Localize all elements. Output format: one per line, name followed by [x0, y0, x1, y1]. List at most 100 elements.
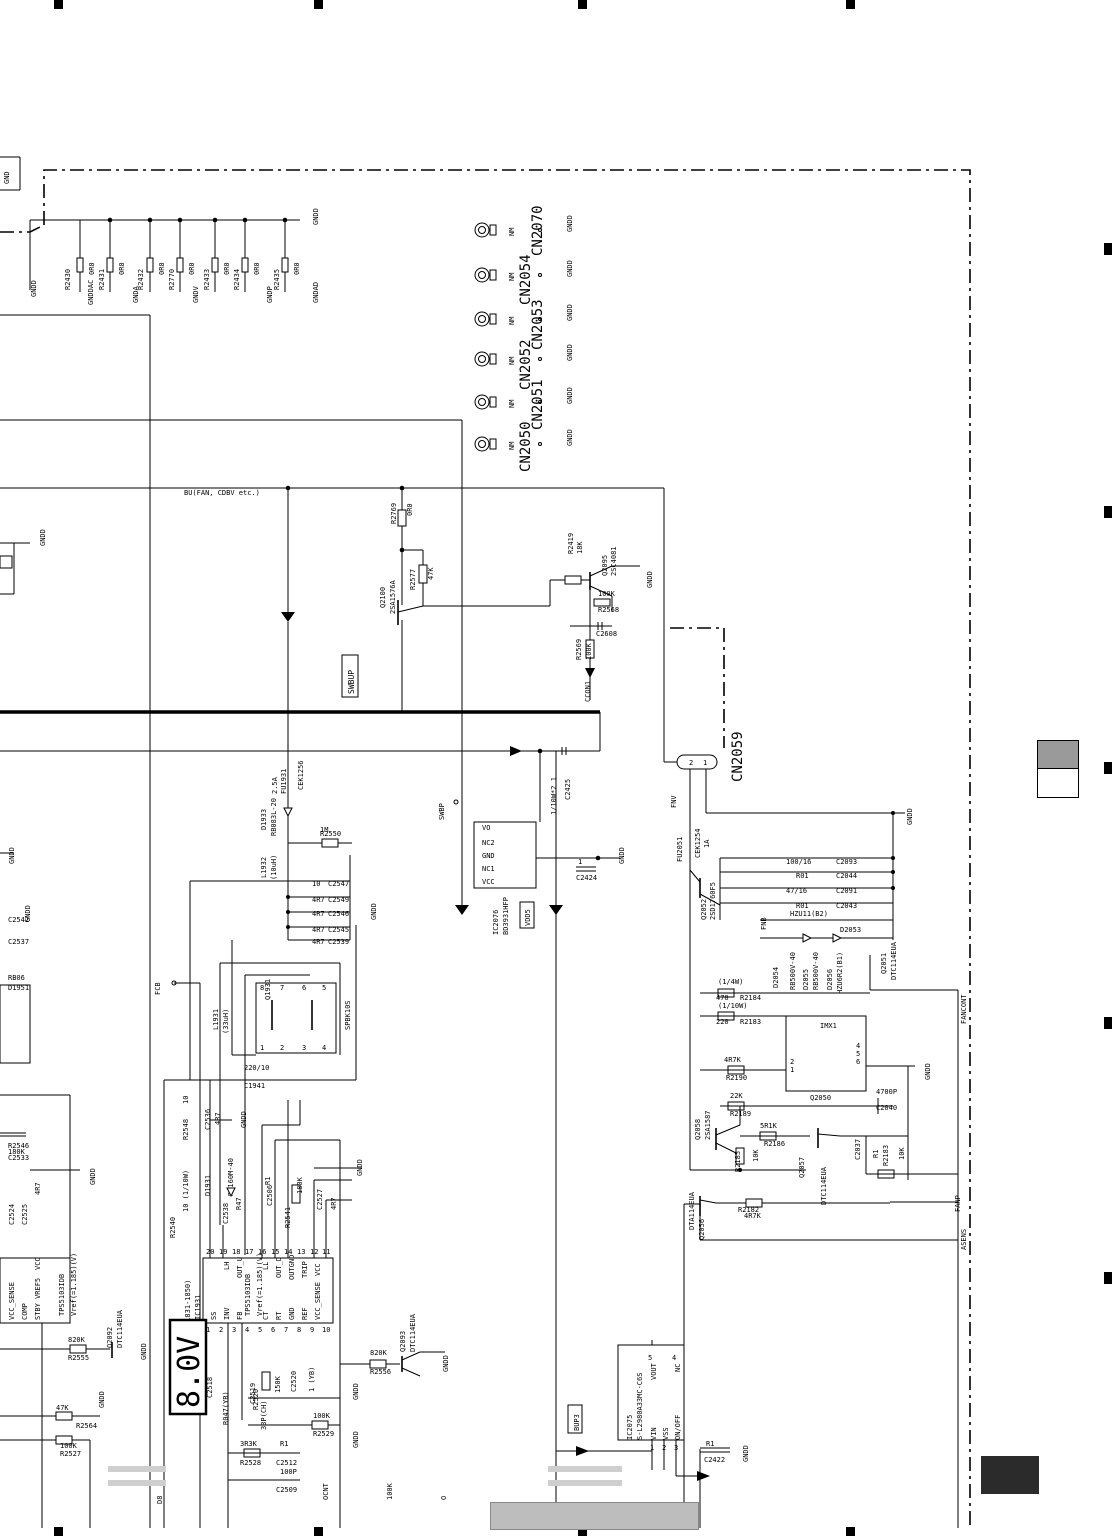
ic2076: VO NC2 GND NC1 VCC IC2076 BD3931HFP VDD5… [438, 747, 626, 1528]
svg-text:4R7: 4R7 [330, 1197, 338, 1210]
footer-bar [490, 1502, 699, 1530]
asens-section: 4R7K R2182 DTA114EUA Q2056 ASENS [683, 1191, 968, 1528]
svg-text:C2091: C2091 [836, 887, 857, 895]
reg-mark-bottom-2 [314, 1527, 323, 1536]
svg-text:VCC: VCC [34, 1257, 42, 1270]
svg-text:220/10: 220/10 [244, 1064, 269, 1072]
svg-text:7: 7 [280, 984, 284, 992]
svg-text:3R3K: 3R3K [240, 1440, 258, 1448]
svg-text:CN2050: CN2050 [518, 421, 534, 472]
svg-text:CN2059: CN2059 [730, 731, 746, 782]
svg-text:4R7: 4R7 [34, 1182, 42, 1195]
svg-text:R2528: R2528 [240, 1459, 261, 1467]
svg-text:VIN: VIN [650, 1427, 658, 1440]
svg-text:C2043: C2043 [836, 902, 857, 910]
svg-text:VCC: VCC [314, 1263, 322, 1276]
q1931: 8 7 6 5 1 2 3 4 Q1931 SPBK10S L1931 (33u… [154, 925, 357, 1528]
svg-text:GNDD: GNDD [8, 847, 16, 864]
svg-text:2: 2 [689, 759, 693, 767]
svg-text:C2547: C2547 [328, 880, 349, 888]
svg-text:FB: FB [236, 1312, 244, 1320]
svg-text:GNDD: GNDD [312, 208, 320, 225]
svg-text:10: 10 [312, 880, 320, 888]
svg-text:CEK1256: CEK1256 [297, 760, 305, 790]
svg-text:GNDD: GNDD [566, 260, 574, 277]
svg-text:100/16: 100/16 [786, 858, 811, 866]
svg-text:C2608: C2608 [596, 630, 617, 638]
svg-text:10K: 10K [898, 1147, 906, 1160]
svg-text:R2550: R2550 [320, 830, 341, 838]
svg-text:DTC114EUA: DTC114EUA [116, 1309, 124, 1348]
svg-text:R2540: R2540 [169, 1217, 177, 1238]
svg-text:1M: 1M [320, 826, 328, 834]
svg-text:CT: CT [262, 1311, 270, 1320]
r2434-label: R2434 [233, 269, 241, 290]
svg-text:4R7: 4R7 [312, 910, 325, 918]
svg-text:GNDD: GNDD [352, 1431, 360, 1448]
svg-text:1: 1 [206, 1326, 210, 1334]
svg-text:Q2093: Q2093 [399, 1331, 407, 1352]
svg-text:GNDD: GNDD [30, 280, 38, 297]
svg-text:TPS5103IDB: TPS5103IDB [244, 1274, 252, 1316]
svg-text:10: 10 [182, 1096, 190, 1104]
svg-text:180K: 180K [296, 1176, 304, 1194]
svg-text:GND: GND [482, 852, 495, 860]
svg-text:GNDP: GNDP [266, 286, 274, 303]
svg-text:FCB: FCB [154, 982, 162, 995]
cn2053: NM CN2053 GNDD [474, 299, 574, 350]
svg-text:ON/OFF: ON/OFF [674, 1415, 682, 1440]
svg-text:R01: R01 [796, 902, 809, 910]
svg-text:GNDD: GNDD [646, 571, 654, 588]
svg-text:R2419: R2419 [567, 533, 575, 554]
svg-text:0R0: 0R0 [406, 503, 414, 516]
svg-text:GND: GND [3, 171, 11, 184]
svg-text:R2190: R2190 [726, 1074, 747, 1082]
svg-text:VSS: VSS [662, 1427, 670, 1440]
svg-text:GNDD: GNDD [906, 808, 914, 825]
svg-text:R2564: R2564 [76, 1422, 97, 1430]
scan-marks [108, 1466, 622, 1486]
voltage-label: 8.0V [168, 1318, 208, 1416]
svg-text:2.5A: 2.5A [271, 776, 279, 794]
svg-text:GNDAD: GNDAD [312, 282, 320, 303]
svg-text:GNDD: GNDD [566, 429, 574, 446]
svg-text:6: 6 [302, 984, 306, 992]
svg-text:FANCONT: FANCONT [960, 994, 968, 1024]
svg-text:1: 1 [260, 1044, 264, 1052]
bottom-edge-labels: OCNT 100K O D8 [156, 1482, 448, 1504]
svg-text:CN2053: CN2053 [530, 299, 546, 350]
svg-text:NC2: NC2 [482, 839, 495, 847]
svg-text:C2537: C2537 [8, 938, 29, 946]
reg-mark-top-1 [54, 0, 63, 9]
svg-text:GNDD: GNDD [240, 1111, 248, 1128]
svg-text:C2539: C2539 [328, 938, 349, 946]
svg-text:9: 9 [310, 1326, 314, 1334]
svg-text:OCNT: OCNT [322, 1482, 330, 1500]
svg-text:FNV: FNV [670, 795, 678, 808]
svg-text:D2053: D2053 [840, 926, 861, 934]
svg-text:1/10W*2 1: 1/10W*2 1 [550, 777, 558, 815]
svg-text:IC2075: IC2075 [626, 1415, 634, 1440]
svg-text:R1: R1 [872, 1150, 880, 1158]
svg-text:4R7: 4R7 [312, 938, 325, 946]
svg-text:(10uH): (10uH) [270, 855, 278, 880]
svg-text:Q2051: Q2051 [880, 953, 888, 974]
svg-text:C2424: C2424 [576, 874, 597, 882]
svg-text:SS: SS [210, 1312, 218, 1320]
svg-text:C2524: C2524 [8, 1204, 16, 1225]
svg-text:10 (1/10W): 10 (1/10W) [182, 1170, 190, 1212]
swbup-label: SWBUP [341, 654, 359, 698]
svg-text:HZU6R2(B1): HZU6R2(B1) [836, 952, 844, 994]
svg-text:GNDD: GNDD [356, 1159, 364, 1176]
svg-text:4R7: 4R7 [312, 896, 325, 904]
page-number-block [981, 1456, 1039, 1494]
svg-text:OUT_D: OUT_D [275, 1257, 283, 1278]
svg-text:R2548: R2548 [182, 1119, 190, 1140]
svg-text:220: 220 [716, 1018, 729, 1026]
svg-text:STBY VREF5: STBY VREF5 [34, 1278, 42, 1320]
svg-text:INV: INV [223, 1307, 231, 1320]
svg-text:TPS5103IDB: TPS5103IDB [58, 1274, 66, 1316]
svg-text:Vref(=1.185)(V): Vref(=1.185)(V) [256, 1253, 264, 1316]
svg-text:Q2057: Q2057 [798, 1157, 806, 1178]
svg-text:VOUT: VOUT [650, 1362, 658, 1380]
